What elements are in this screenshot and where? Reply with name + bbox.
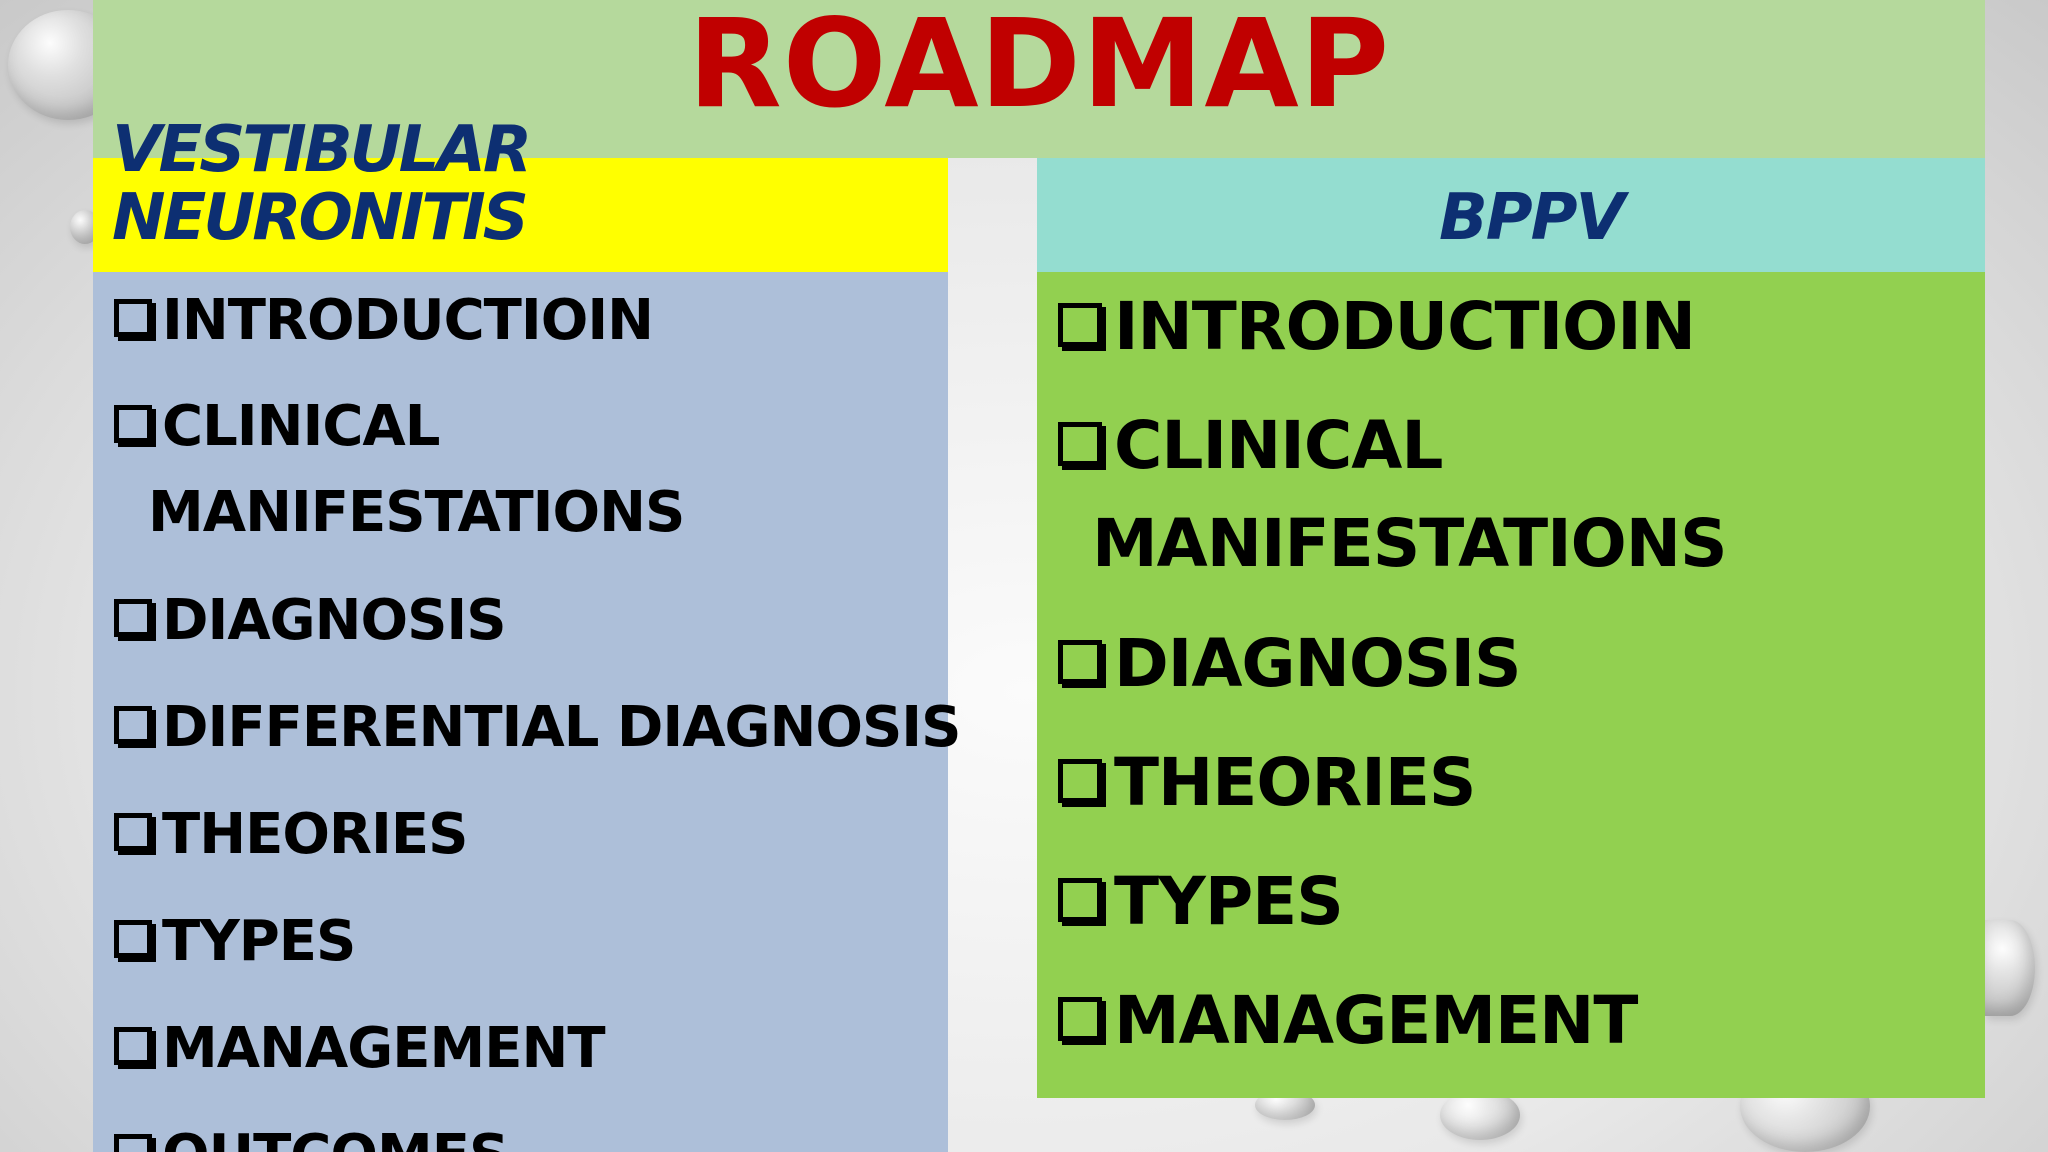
left-column-body — [93, 272, 948, 1152]
left-column-header-band — [93, 158, 948, 272]
water-drop-decoration — [1985, 920, 2035, 1016]
hollow-square-bullet-icon — [112, 706, 158, 746]
right-column-body — [1037, 272, 1985, 1098]
list-item: MANAGEMENT — [112, 1006, 606, 1092]
hollow-square-bullet-icon — [1056, 422, 1110, 468]
hollow-square-bullet-icon — [112, 299, 158, 339]
hollow-square-bullet-icon — [1056, 759, 1110, 805]
hollow-square-bullet-icon — [112, 405, 158, 445]
hollow-square-bullet-icon — [1056, 878, 1110, 924]
list-item: INTRODUCTIOIN — [1056, 278, 1696, 376]
list-item: TYPES — [112, 899, 356, 985]
list-item: THEORIES — [112, 792, 468, 878]
list-item: CLINICAL MANIFESTATIONS — [1056, 397, 1728, 593]
list-item: OUTCOMES — [112, 1113, 508, 1152]
list-item: DIAGNOSIS — [1056, 615, 1522, 713]
list-item: THEORIES — [1056, 734, 1476, 832]
list-item: INTRODUCTIOIN — [112, 278, 654, 364]
hollow-square-bullet-icon — [1056, 997, 1110, 1043]
right-column-header-band — [1037, 158, 1985, 272]
hollow-square-bullet-icon — [112, 813, 158, 853]
title-band — [93, 0, 1985, 158]
list-item: CLINICAL MANIFESTATIONS — [112, 384, 685, 556]
left-column-header: VESTIBULAR NEURONITIS — [112, 113, 532, 255]
slide-title: ROADMAP — [687, 0, 1391, 135]
list-item: MANAGEMENT — [1056, 972, 1638, 1070]
hollow-square-bullet-icon — [112, 1027, 158, 1067]
hollow-square-bullet-icon — [112, 1134, 158, 1152]
hollow-square-bullet-icon — [112, 599, 158, 639]
list-item: TYPES — [1056, 853, 1344, 951]
hollow-square-bullet-icon — [1056, 640, 1110, 686]
hollow-square-bullet-icon — [1056, 303, 1110, 349]
water-drop-decoration — [1440, 1090, 1520, 1140]
list-item: DIFFERENTIAL DIAGNOSIS — [112, 685, 961, 771]
hollow-square-bullet-icon — [112, 920, 158, 960]
right-column-header: BPPV — [1438, 181, 1625, 255]
list-item: DIAGNOSIS — [112, 578, 507, 664]
